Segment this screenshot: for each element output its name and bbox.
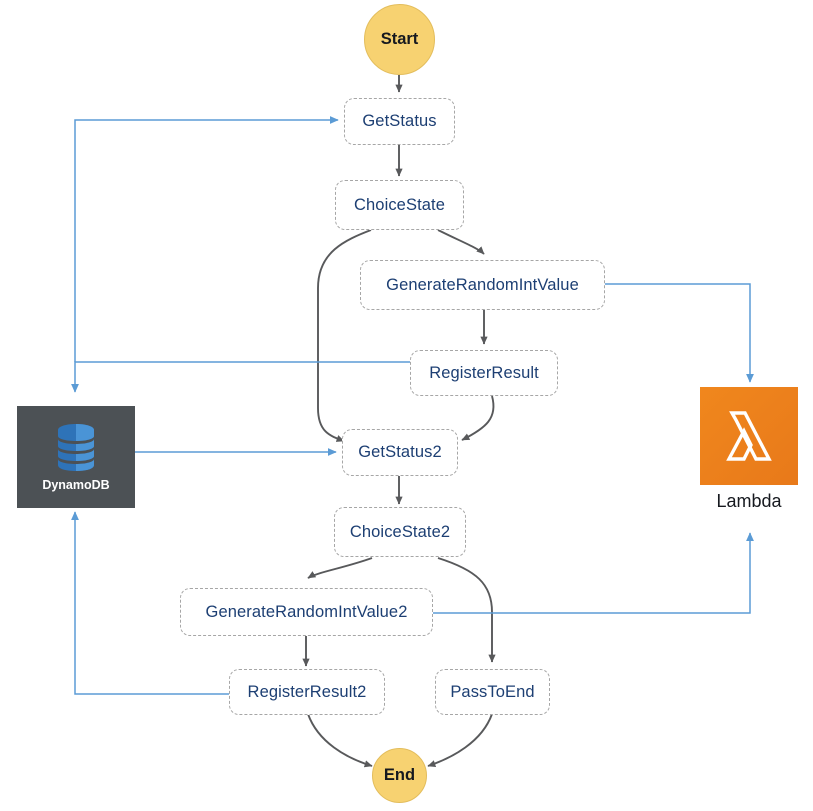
dynamodb-database-icon — [58, 423, 94, 471]
node-generate-random-int-value-2[interactable]: GenerateRandomIntValue2 — [180, 588, 433, 636]
edge-choicestate2-to-generate2 — [307, 557, 373, 579]
edge-passtoend-to-end — [427, 713, 493, 768]
node-generate-random-int-value-2-label: GenerateRandomIntValue2 — [205, 602, 408, 621]
flow-edges — [302, 75, 496, 768]
node-get-status-2-label: GetStatus2 — [358, 443, 442, 461]
node-get-status[interactable]: GetStatus — [344, 98, 455, 145]
edge-registerresult-to-getstatus2 — [461, 395, 495, 441]
node-register-result-label: RegisterResult — [429, 363, 539, 382]
node-generate-random-int-value-label: GenerateRandomIntValue — [386, 275, 579, 294]
node-get-status-label: GetStatus — [362, 112, 437, 130]
node-pass-to-end-label: PassToEnd — [450, 682, 535, 701]
edge-registerresult-to-dynamodb — [71, 361, 410, 393]
node-choice-state[interactable]: ChoiceState — [335, 180, 464, 230]
node-end[interactable]: End — [372, 748, 427, 803]
node-end-label: End — [383, 766, 416, 784]
node-generate-random-int-value[interactable]: GenerateRandomIntValue — [360, 260, 605, 310]
edge-generate-to-lambda — [605, 283, 754, 383]
service-dynamodb[interactable]: DynamoDB — [17, 406, 135, 508]
lambda-label: Lambda — [716, 491, 782, 511]
service-lambda[interactable]: Lambda — [700, 387, 798, 515]
node-start-label: Start — [380, 30, 419, 48]
dynamodb-label: DynamoDB — [42, 477, 110, 492]
dynamodb-tile: DynamoDB — [17, 406, 135, 508]
lambda-function-icon — [726, 411, 772, 461]
edge-registerresult2-to-end — [307, 713, 373, 768]
node-register-result-2[interactable]: RegisterResult2 — [229, 669, 385, 715]
lambda-tile — [700, 387, 798, 485]
node-choice-state-label: ChoiceState — [354, 195, 445, 214]
node-choice-state-2[interactable]: ChoiceState2 — [334, 507, 466, 557]
edge-choicestate2-to-passtoend — [437, 557, 496, 663]
node-register-result[interactable]: RegisterResult — [410, 350, 558, 396]
node-start[interactable]: Start — [364, 4, 435, 75]
node-pass-to-end[interactable]: PassToEnd — [435, 669, 550, 715]
node-get-status-2[interactable]: GetStatus2 — [342, 429, 458, 476]
edge-generate2-to-lambda — [433, 532, 754, 614]
node-choice-state-2-label: ChoiceState2 — [349, 522, 451, 541]
edge-choicestate-to-generate — [437, 229, 485, 255]
edge-registerresult-to-getstatus — [74, 116, 339, 362]
node-register-result-2-label: RegisterResult2 — [247, 682, 367, 701]
